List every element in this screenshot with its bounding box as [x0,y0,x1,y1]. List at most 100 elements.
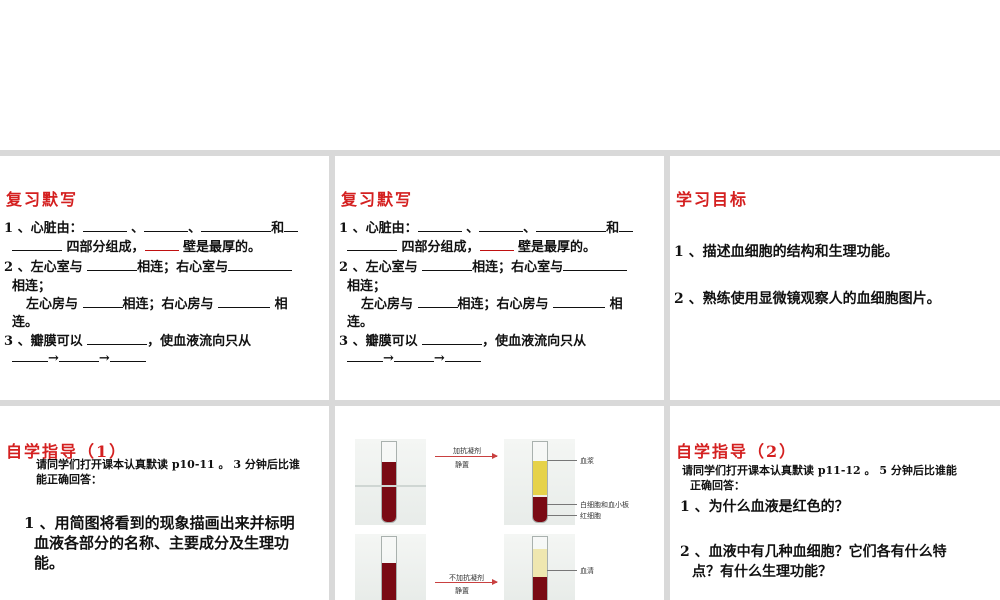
q2-text: 2 、左心室与 [339,260,423,275]
arrow-glyph: → [98,351,110,366]
blank [479,219,524,232]
q2-text: 相连；右心室与 [472,260,564,275]
arrow-label: 加抗凝剂 [453,447,481,455]
arrow-label: 不加抗凝剂 [449,574,484,582]
photo-tube-fresh-blood [355,439,426,525]
clot-layer [533,577,547,600]
slide-blood-figure[interactable]: 加抗凝剂 静置 血浆 白细胞和血小板 红细胞 不加抗凝剂 静置 血清 [335,406,664,600]
label-rbc: 红细胞 [580,512,601,520]
arrow-right-icon [435,453,498,459]
intro-line-1: 请同学们打开课本认真默读 p11-12 。 5 分钟后比谁能 [682,464,957,477]
blank [228,258,293,271]
question-2-line-2: 相连； [347,279,387,294]
blank [536,219,607,232]
intro-line-2: 能正确回答： [36,473,102,486]
blank [563,258,628,271]
q2-text: 相连；右心房与 [457,297,554,312]
arrow-glyph: → [383,351,394,366]
test-tube [381,536,397,600]
slide-review-2[interactable]: 复习默写 1 、心脏由： 、、和 四部分组成， 壁是最厚的。 2 、左心室与 相… [335,156,664,400]
question-3-line-1: 3 、瓣膜可以 ，使血液流向只从 [4,330,251,349]
question-line-3: 能。 [34,554,65,572]
blank [347,238,397,251]
blank [12,349,48,362]
question-2-line-2: 相连； [12,279,52,294]
blank [479,238,514,251]
q2-text: 左心房与 [26,297,83,312]
blank [144,219,189,232]
q1-sep: 、 [461,221,480,236]
question-1-line-1: 1 、心脏由： 、、和 [339,217,634,236]
slide-review-1[interactable]: 复习默写 1 、心脏由： 、、和 四部分组成， 壁是最厚的。 2 、左心室与 相… [0,156,329,400]
blank [417,295,458,308]
arrow-label: 静置 [455,587,469,595]
blank [553,295,606,308]
q1-and: 和 [271,221,285,236]
question-2-line-3: 左心房与 相连；右心房与 相 [361,293,623,312]
blank [218,295,271,308]
blank [87,332,148,345]
question-2-line-1: 2 、左心室与 相连；右心室与 [4,256,293,275]
arrow-label: 静置 [455,461,469,469]
question-2-line-4: 连。 [347,315,374,330]
question-1-line-2: 四部分组成， 壁是最厚的。 [347,236,596,255]
slide-title: 自学指导（1） [6,442,128,461]
q3-text: 3 、瓣膜可以 [339,334,423,349]
q2-text: 相连；右心室与 [137,260,229,275]
slide-title: 复习默写 [341,190,414,209]
arrow-right-icon [435,579,498,585]
test-tube [532,441,548,523]
question-line-1: 1 、用简图将看到的现象描画出来并标明 [24,514,295,532]
slide-learning-goals[interactable]: 学习目标 1 、描述血细胞的结构和生理功能。 2 、熟练使用显微镜观察人的血细胞… [670,156,1000,400]
blank [82,295,123,308]
photo-tube-separated [504,439,575,525]
blank [284,219,299,232]
test-tube [381,441,397,523]
q1-text: 四部分组成， [62,240,145,255]
blank [422,258,473,271]
q1-text: 壁是最厚的。 [513,240,597,255]
red-cell-layer [533,497,547,522]
leader-line [547,460,577,461]
leader-line [547,515,577,516]
photo-tube-clotted [504,534,575,600]
photo-tube-fresh-blood-2 [355,534,426,600]
question-1: 1 、为什么血液是红色的？ [680,499,849,515]
q1-text: 壁是最厚的。 [178,240,262,255]
question-2-line-1: 2 、左心室与 相连；右心室与 [339,256,628,275]
goal-item-2: 2 、熟练使用显微镜观察人的血细胞图片。 [674,291,941,307]
blank [58,349,99,362]
blood-fill [382,462,396,522]
blank [201,219,272,232]
intro-line-2: 正确回答： [690,479,745,492]
question-1-line-1: 1 、心脏由： 、、和 [4,217,299,236]
blood-fill [382,563,396,600]
blank [422,332,483,345]
q1-sep: 、 [523,221,537,236]
q1-and: 和 [606,221,620,236]
q2-text: 相 [605,297,623,312]
q3-text: ，使血液流向只从 [482,334,587,349]
blank [12,238,62,251]
intro-line-1: 请同学们打开课本认真默读 p10-11 。 3 分钟后比谁 [36,458,300,471]
blank [87,258,138,271]
leader-line [547,504,577,505]
slide-self-study-1[interactable]: 自学指导（1） 请同学们打开课本认真默读 p10-11 。 3 分钟后比谁 能正… [0,406,329,600]
blank [619,219,634,232]
slide-title: 学习目标 [676,190,749,209]
blank [417,219,462,232]
question-2-line-4: 连。 [12,315,39,330]
q3-text: ，使血液流向只从 [147,334,252,349]
slide-title: 自学指导（2） [676,442,798,461]
q1-text: 1 、心脏由： [4,221,83,236]
label-serum: 血清 [580,567,594,575]
label-wbc-platelets: 白细胞和血小板 [580,501,629,509]
slide-self-study-2[interactable]: 自学指导（2） 请同学们打开课本认真默读 p11-12 。 5 分钟后比谁能 正… [670,406,1000,600]
q1-sep: 、 [126,221,145,236]
question-3-line-2: →→ [12,349,146,366]
q3-text: 3 、瓣膜可以 [4,334,88,349]
question-2-line-1: 2 、血液中有几种血细胞？它们各有什么特 [680,544,947,560]
slide-title: 复习默写 [6,190,79,209]
question-2-line-2: 点？有什么生理功能？ [692,564,832,580]
blank [144,238,179,251]
